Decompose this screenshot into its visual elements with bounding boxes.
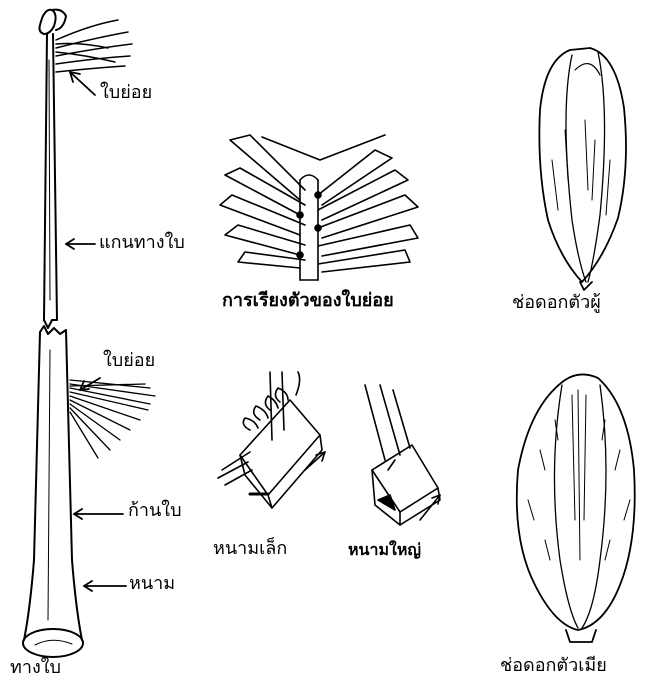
small-spines-label: หนามเล็ก — [213, 540, 287, 558]
leaflet-mid-label: ใบย่อย — [103, 352, 155, 370]
spine-label: หนาม — [129, 575, 175, 593]
male-inflorescence-label: ช่อดอกตัวผู้ — [512, 294, 601, 312]
leaflet-top-label: ใบย่อย — [100, 84, 152, 102]
large-spines-label: หนามใหญ่ — [348, 542, 421, 558]
petiole-label: ก้านใบ — [128, 502, 182, 520]
small-spines-drawing — [218, 372, 325, 508]
leaflet-arrangement-label: การเรียงตัวของใบย่อย — [222, 292, 394, 310]
leaflet-arrangement-drawing — [220, 135, 418, 280]
large-spines-drawing — [365, 385, 440, 525]
top-leaflets — [56, 20, 132, 72]
female-inflorescence-drawing — [517, 374, 635, 642]
mid-leaflets — [70, 380, 155, 458]
male-inflorescence-drawing — [539, 48, 626, 290]
female-inflorescence-label: ช่อดอกตัวเมีย — [500, 657, 607, 675]
frond-arrows — [66, 72, 126, 591]
frond-lower-petiole — [23, 326, 83, 657]
frond-label: ทางใบ — [10, 659, 61, 677]
rachis-label: แกนทางใบ — [99, 234, 185, 252]
frond-upper-rachis — [40, 10, 67, 328]
